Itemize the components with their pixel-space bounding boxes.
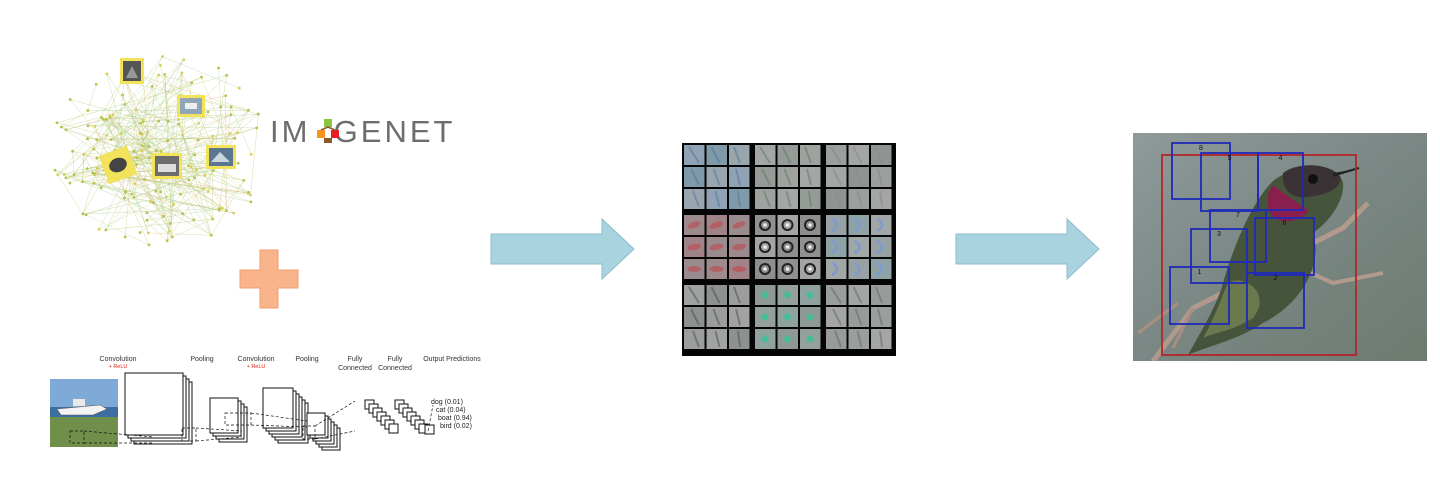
- feature-map: [124, 372, 184, 436]
- stage-sublabel-conv-1: + ReLU: [109, 364, 128, 370]
- thumbnail-2: [177, 95, 205, 117]
- thumbnail-5: [152, 153, 182, 179]
- detection-boxes: [1161, 142, 1357, 356]
- feature-map: [424, 424, 435, 435]
- detection-box: [1257, 152, 1304, 211]
- object-detection-image: 8 5 4 7 3 6 1 2: [1133, 133, 1427, 361]
- feature-map: [262, 387, 294, 429]
- stage-label-fc-1: Fully: [348, 356, 363, 363]
- bird-photo: [1133, 133, 1427, 361]
- imagenet-network-graph: [53, 55, 260, 247]
- connection-lines: [69, 400, 434, 444]
- plus-icon: [239, 249, 299, 309]
- detection-box-label: 4: [1279, 155, 1283, 162]
- input-photo: [50, 379, 118, 447]
- detection-box-label: 7: [1236, 212, 1240, 219]
- thumbnail-3: [206, 145, 236, 169]
- prediction-bird: bird (0.02): [440, 423, 472, 430]
- logo-a-mark: [317, 119, 339, 143]
- feature-map: [209, 397, 239, 434]
- filter-cells: [684, 145, 892, 349]
- detection-box-label: 5: [1228, 155, 1232, 162]
- detection-box-labels: 8 5 4 7 3 6 1 2: [1198, 145, 1287, 282]
- arrow-right-icon: [490, 218, 635, 280]
- stage-sublabel-fc-2: Connected: [378, 365, 412, 372]
- stage-sublabel-fc-1: Connected: [338, 365, 372, 372]
- feature-map: [306, 412, 326, 436]
- prediction-boat: boat (0.94): [438, 415, 472, 422]
- detection-box-label: 6: [1283, 220, 1287, 227]
- stage-label-pool-2: Pooling: [295, 356, 318, 363]
- stage-label-output: Output Predictions: [423, 356, 481, 363]
- predictions: dog (0.01) cat (0.04) boat (0.94) bird (…: [431, 399, 472, 430]
- imagenet-logo-text: IM GENET: [270, 114, 455, 149]
- detection-box: [1246, 272, 1305, 329]
- stage-label-conv-2: Convolution: [238, 356, 275, 363]
- prediction-dog: dog (0.01): [431, 399, 463, 406]
- feature-map: [388, 423, 399, 434]
- outer-detection-box: [1161, 154, 1357, 356]
- arrow-right-icon: [955, 218, 1100, 280]
- prediction-cat: cat (0.04): [436, 407, 466, 414]
- detection-box: [1209, 209, 1267, 263]
- thumbnail-4: [98, 145, 138, 185]
- feature-map-stacks: [124, 372, 435, 451]
- stage-label-pool-1: Pooling: [190, 356, 213, 363]
- learned-filters-grid: [682, 143, 896, 356]
- stage-sublabel-conv-2: + ReLU: [247, 364, 266, 370]
- thumbnail-1: [120, 58, 144, 84]
- detection-box-label: 3: [1217, 231, 1221, 238]
- stage-labels: Convolution + ReLU Pooling Convolution +…: [100, 356, 482, 372]
- detection-box-label: 8: [1199, 145, 1203, 152]
- cnn-pipeline-diagram: Convolution + ReLU Pooling Convolution +…: [50, 356, 482, 451]
- detection-box-label: 1: [1198, 269, 1202, 276]
- detection-box: [1190, 228, 1248, 284]
- stage-label-conv-1: Convolution: [100, 356, 137, 363]
- detection-box-label: 2: [1274, 275, 1278, 282]
- detection-box: [1169, 266, 1230, 325]
- detection-box: [1254, 217, 1315, 276]
- stage-label-fc-2: Fully: [388, 356, 403, 363]
- imagenet-logo: IM GENET: [270, 114, 455, 149]
